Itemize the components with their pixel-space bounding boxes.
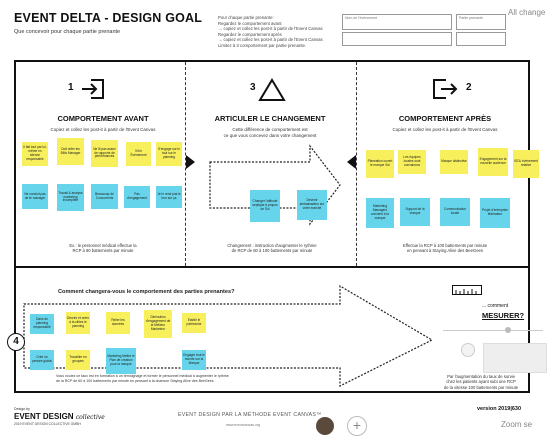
sticky-note[interactable]: Marketing Managers convient à la marque <box>366 198 394 228</box>
stakeholder-extra-field[interactable] <box>456 32 506 46</box>
delta-triangle-icon <box>258 78 286 101</box>
version-label: version 2019|630 <box>477 406 522 412</box>
measure-label: ... comment <box>482 303 509 309</box>
camera-icon[interactable] <box>461 343 475 357</box>
divider <box>356 62 357 266</box>
sticky-note[interactable]: Vit le Évènement <box>126 142 151 166</box>
section-number-4: 4 <box>7 333 25 351</box>
sticky-note[interactable]: Dans de planning responsable <box>30 314 54 334</box>
minimap[interactable] <box>483 343 547 373</box>
instruction-line: Regardez le comportement après <box>218 31 282 37</box>
page-title: EVENT DELTA - DESIGN GOAL <box>14 11 203 25</box>
brand-logo: EVENT DESIGN collective <box>14 412 105 421</box>
sticky-note[interactable]: Marque distinctive <box>440 150 468 174</box>
measure-footer: Vous voulez ce taux est en formation à u… <box>56 374 229 383</box>
sticky-note[interactable]: Projet d'entreprise fédérateur <box>480 198 510 228</box>
sticky-note[interactable]: Marketing Mettre le Plan de création pou… <box>106 348 136 374</box>
sticky-note[interactable]: Doit relier les BMs Manager <box>57 138 84 165</box>
zoom-slider-track[interactable] <box>443 330 543 331</box>
design-by-label: Design by <box>14 407 30 411</box>
sticky-note[interactable]: Changer l'attitude septique à propos de … <box>250 190 280 222</box>
sticky-note[interactable]: Je le rend pas le leur sur ça <box>156 186 182 208</box>
delta-canvas <box>14 60 530 393</box>
sticky-note[interactable]: S'engage sur le tout sur le planning <box>156 142 182 166</box>
section-number: 3 <box>250 82 256 93</box>
section-subtitle: Copiez et collez les post-it à partir de… <box>392 127 498 132</box>
sticky-note[interactable]: Support de la marque <box>400 198 430 226</box>
section-footer: Ex.: le personnel médical effectue la RC… <box>69 243 137 254</box>
section-subtitle: Copiez et collez les post-it à partir de… <box>50 127 156 132</box>
sticky-note[interactable]: ISOL événement relative <box>513 150 539 178</box>
divider <box>185 62 186 266</box>
sticky-note[interactable]: Ne conduit pas de te manager <box>22 184 48 209</box>
section-number: 2 <box>466 82 472 93</box>
page-subtitle: Que concevoir pour chaque partie prenant… <box>14 29 121 35</box>
sticky-note[interactable]: Pas d'engagement <box>124 186 150 208</box>
arrow-right-icon <box>186 155 195 169</box>
measure-footer-right: Par l'augmentation du taux de survie che… <box>443 374 519 390</box>
sticky-note[interactable]: Diminution d'engagement de la Meilleur M… <box>144 310 172 338</box>
event-extra-field[interactable] <box>342 32 452 46</box>
zoom-label[interactable]: Zoom se <box>501 420 533 429</box>
footer-method: EVENT DESIGN PAR LA MÉTHODE EVENT CANVAS… <box>178 412 322 418</box>
sticky-note[interactable]: Il fait tout par lui-même en silence res… <box>22 142 48 166</box>
instruction-line: → copiez et collez les post-it à partir … <box>218 37 323 42</box>
avatar[interactable] <box>316 417 334 435</box>
sticky-note[interactable]: Les équipes locales sont convaincus <box>398 150 426 174</box>
sticky-note[interactable]: Beaucoup de Concurrents <box>91 184 118 209</box>
add-button[interactable]: + <box>347 416 367 436</box>
instruction-line: Limitez à 3 comportement par partie pren… <box>218 42 307 48</box>
copyright: 2019 EVENT DESIGN COLLECTIVE GMBH <box>14 422 81 426</box>
section-title-articulate: ARTICULER LE CHANGEMENT <box>214 114 326 123</box>
measure-arrow-icon <box>23 284 434 387</box>
sticky-note[interactable]: Engager tout le monde sur la Marque <box>182 350 206 370</box>
footer-url[interactable]: www.eventcanvas.org <box>226 423 261 427</box>
section-subtitle: Cette différence de comportement est ce … <box>223 127 317 138</box>
sticky-note[interactable]: Communication locale <box>440 198 470 226</box>
all-changes-label[interactable]: All change <box>508 8 546 17</box>
section-title-before: COMPORTEMENT AVANT <box>57 114 149 123</box>
sticky-note[interactable]: Crée un pensée global <box>30 350 54 370</box>
footer-brand: Design by EVENT DESIGN collective 2019 E… <box>14 407 105 426</box>
sticky-note[interactable]: Devenir ambassadeur sur votre marché <box>297 190 327 220</box>
login-icon <box>82 79 104 99</box>
section-title-after: COMPORTEMENT APRÈS <box>398 114 492 123</box>
section-footer: Effectue la RCP à 100 battements par min… <box>402 243 488 254</box>
sticky-note[interactable]: Relier les données <box>106 312 130 334</box>
zoom-slider-handle[interactable] <box>505 327 511 333</box>
instruction-line: → copiez et collez les post-it à partir … <box>218 26 323 31</box>
instruction-line: Pour chaque partie prenante: <box>218 15 274 20</box>
measure-title: MESURER? <box>482 311 525 320</box>
sticky-note[interactable]: Travail & analyse marketing incomplète <box>57 184 84 211</box>
sticky-note[interactable]: Travailler en groupes <box>66 350 90 370</box>
logout-icon <box>433 79 458 99</box>
stakeholder-field[interactable]: Partie prenante <box>456 14 506 30</box>
sticky-note[interactable]: Décrire et créer à la cibles le planning <box>66 312 90 334</box>
measure-question: Comment changera-vous le comportement de… <box>58 289 235 295</box>
sticky-note[interactable]: Etablir le patrimoine <box>182 313 206 333</box>
sticky-note[interactable]: Planeation ouvert le marque Sol <box>366 150 394 178</box>
divider <box>14 266 530 268</box>
section-number: 1 <box>68 82 74 93</box>
arrow-left-icon <box>347 155 356 169</box>
sticky-note[interactable]: Ne lit pas assez de rapports de performa… <box>91 140 118 167</box>
instructions: Pour chaque partie prenante: Regardez le… <box>218 15 338 48</box>
event-name-field[interactable]: Nom de l'événement <box>342 14 452 30</box>
instruction-line: Regardez le comportement avant <box>218 20 282 26</box>
sticky-note[interactable]: Engagement sur la nouvelle audience <box>478 148 508 176</box>
ruler-icon <box>452 285 482 295</box>
section-footer: Changement : instruction d'augmenter le … <box>227 243 317 254</box>
